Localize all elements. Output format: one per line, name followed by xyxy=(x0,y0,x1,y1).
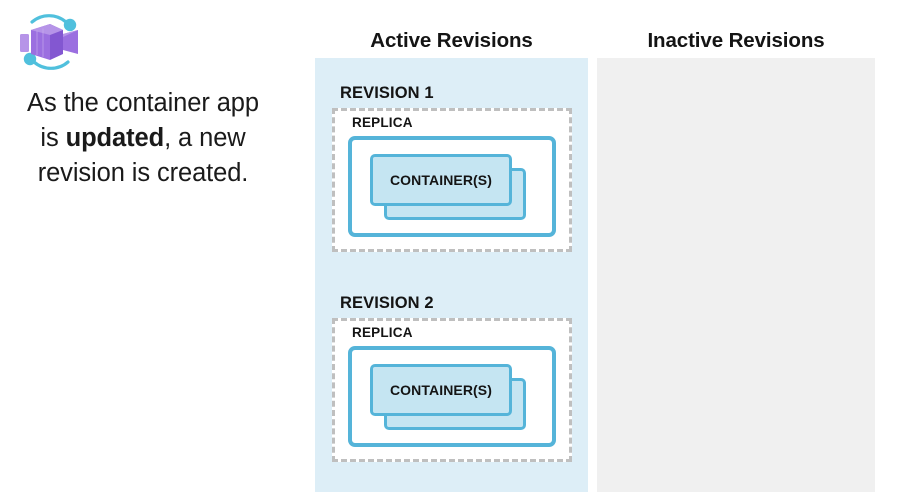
caption-part-1: As the container app is xyxy=(27,89,259,152)
revision-1-container-card-front: CONTAINER(S) xyxy=(370,154,512,206)
caption-text: As the container app is updated, a new r… xyxy=(18,86,268,191)
revision-1-replica-body: CONTAINER(S) xyxy=(348,136,556,237)
revision-1-container-stack: CONTAINER(S) xyxy=(370,154,530,224)
revision-1-label: REVISION 1 xyxy=(340,84,434,102)
revision-group-1[interactable]: REVISION 1 REPLICA CONTAINER(S) xyxy=(332,83,572,252)
revision-2-replica-label: REPLICA xyxy=(352,325,413,340)
revision-2-container-card-front: CONTAINER(S) xyxy=(370,364,512,416)
azure-container-apps-logo xyxy=(14,10,86,74)
revision-2-replica-box: REPLICA CONTAINER(S) xyxy=(332,318,572,462)
caption-part-2: , a new revision is created. xyxy=(37,124,249,187)
revision-1-replica-label: REPLICA xyxy=(352,115,413,130)
revision-group-2[interactable]: REVISION 2 REPLICA CONTAINER(S) xyxy=(332,293,572,462)
active-revisions-panel: REVISION 1 REPLICA CONTAINER(S) REVISION… xyxy=(315,58,588,492)
revision-1-containers-label: CONTAINER(S) xyxy=(389,172,493,188)
inactive-revisions-heading: Inactive Revisions xyxy=(647,29,825,52)
inactive-revisions-panel xyxy=(597,58,875,492)
revision-2-containers-label: CONTAINER(S) xyxy=(389,382,493,398)
active-revisions-heading: Active Revisions xyxy=(370,29,533,52)
caption-emphasis: updated xyxy=(65,124,165,152)
revision-2-replica-body: CONTAINER(S) xyxy=(348,346,556,447)
revision-1-replica-box: REPLICA CONTAINER(S) xyxy=(332,108,572,252)
revision-2-label: REVISION 2 xyxy=(340,294,434,312)
revision-2-container-stack: CONTAINER(S) xyxy=(370,364,530,434)
